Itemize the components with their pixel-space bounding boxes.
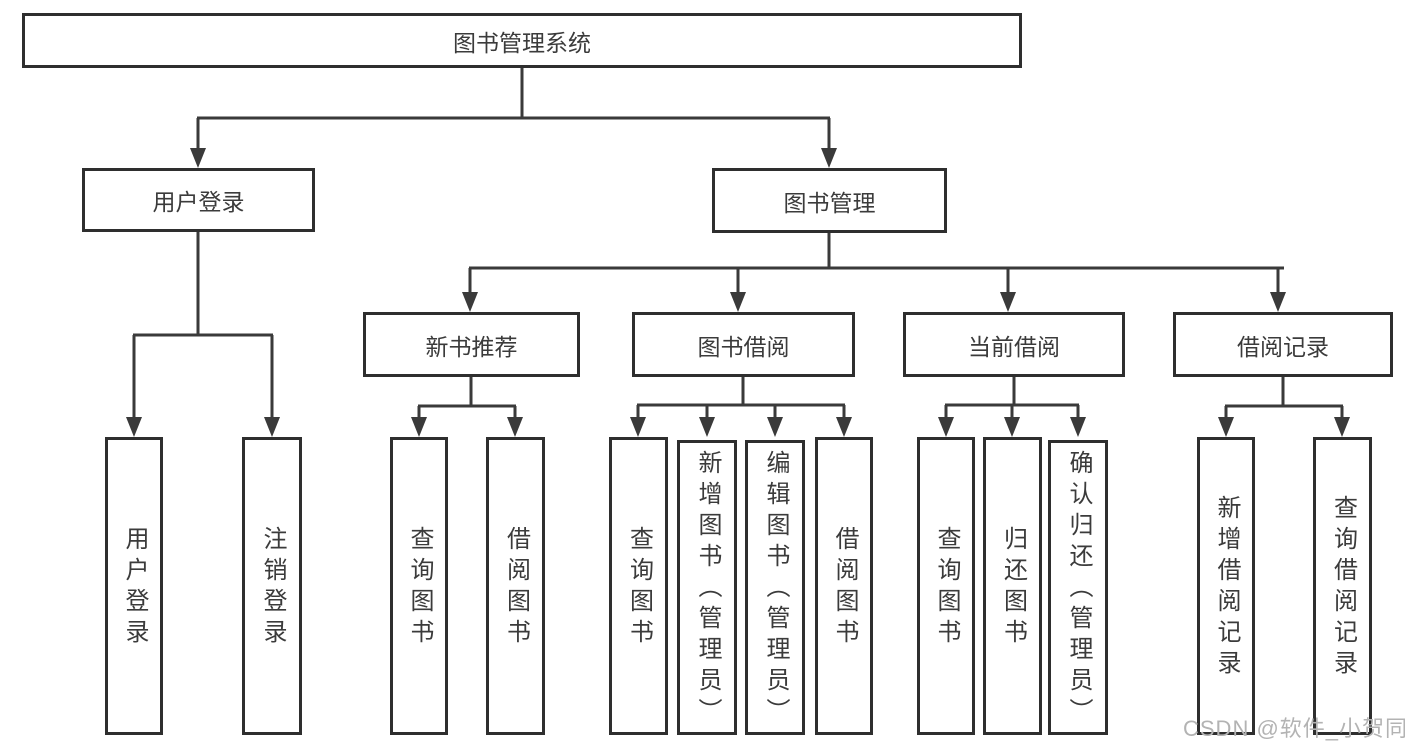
leaf-borrow-add-books-admin: 新增图书（管理员） xyxy=(677,440,737,735)
node-current-borrow: 当前借阅 xyxy=(903,312,1125,377)
leaf-borrow-borrow-books: 借阅图书 xyxy=(815,437,873,735)
leaf-borrow-query-books: 查询图书 xyxy=(609,437,668,735)
connector-user-login xyxy=(126,232,280,437)
connector-book-management xyxy=(462,233,1286,312)
connector-book-borrow xyxy=(630,377,852,437)
node-book-management: 图书管理 xyxy=(712,168,947,233)
connector-current-borrow xyxy=(938,377,1086,437)
leaf-logout: 注销登录 xyxy=(242,437,302,735)
node-user-login: 用户登录 xyxy=(82,168,315,232)
node-new-book-recommend: 新书推荐 xyxy=(363,312,580,377)
leaf-user-login: 用户登录 xyxy=(105,437,163,735)
leaf-records-query-record: 查询借阅记录 xyxy=(1313,437,1372,735)
node-borrow-records: 借阅记录 xyxy=(1173,312,1393,377)
leaf-current-query-books: 查询图书 xyxy=(917,437,975,735)
leaf-recommend-borrow-books: 借阅图书 xyxy=(486,437,545,735)
connector-new-book-recommend xyxy=(411,377,523,437)
node-root-system: 图书管理系统 xyxy=(22,13,1022,68)
connector-borrow-records xyxy=(1218,377,1350,437)
leaf-borrow-edit-books-admin: 编辑图书（管理员） xyxy=(745,440,805,735)
connector-root xyxy=(190,68,837,168)
node-book-borrow: 图书借阅 xyxy=(632,312,855,377)
leaf-records-add-record: 新增借阅记录 xyxy=(1197,437,1255,735)
csdn-watermark: CSDN @软件_小贺同学 xyxy=(1183,716,1405,741)
leaf-current-confirm-return-admin: 确认归还（管理员） xyxy=(1048,440,1108,735)
leaf-recommend-query-books: 查询图书 xyxy=(390,437,448,735)
leaf-current-return-books: 归还图书 xyxy=(983,437,1042,735)
